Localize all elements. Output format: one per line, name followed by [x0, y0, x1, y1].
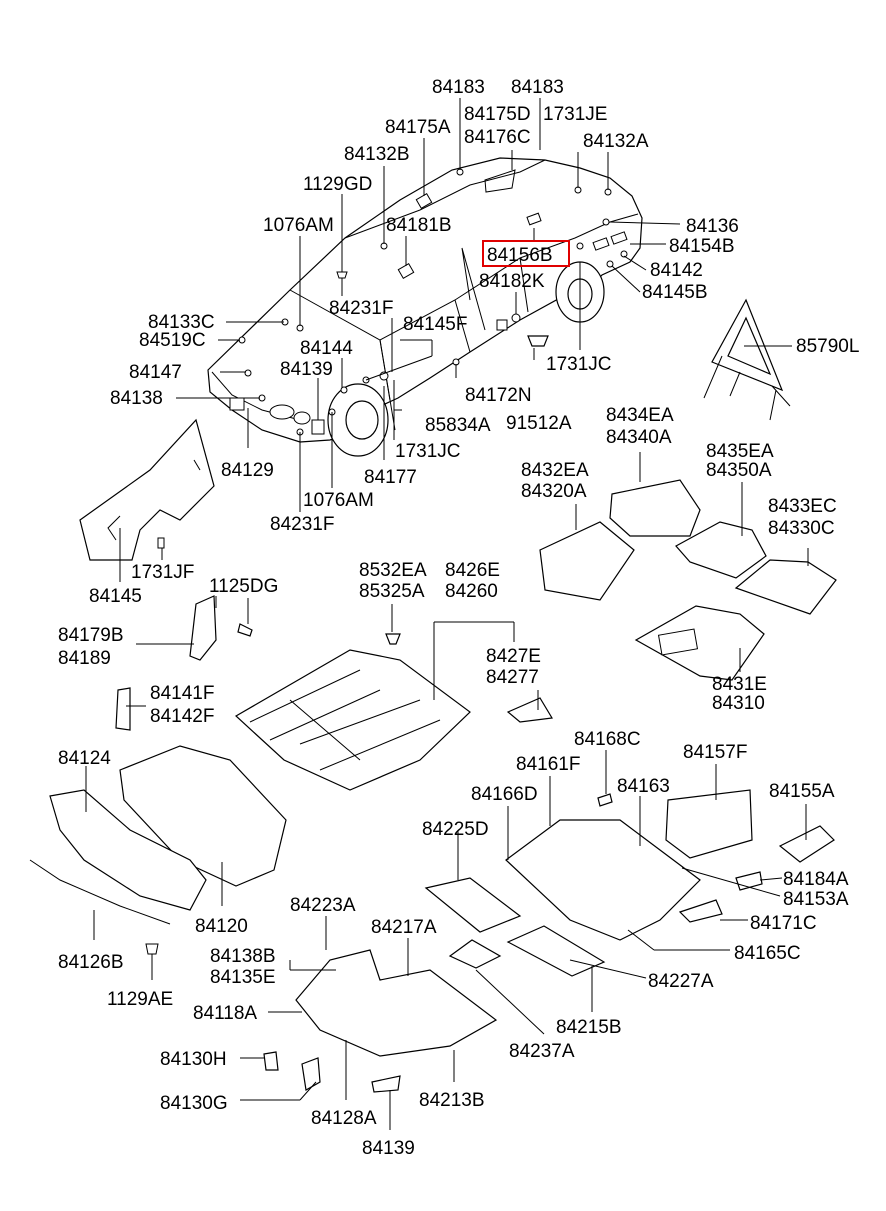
part-label: 84135E [210, 967, 276, 988]
part-label: 84120 [195, 916, 248, 937]
part-label: 1731JE [543, 104, 607, 125]
part-label: 8435EA [706, 441, 774, 462]
part-label: 84231F [329, 298, 393, 319]
part-label: 84129 [221, 460, 274, 481]
part-label: 84182K [479, 271, 545, 292]
part-label: 1076AM [303, 490, 374, 511]
part-label: 84175D [464, 104, 531, 125]
part-label: 84130H [160, 1049, 227, 1070]
brackets-drawing [115, 595, 253, 731]
part-label: 8433EC [768, 496, 837, 517]
part-label: 84231F [270, 514, 334, 535]
part-label: 84144 [300, 338, 353, 359]
part-label: 84213B [419, 1090, 485, 1111]
part-label: 84163 [617, 776, 670, 797]
part-label: 8426E [445, 560, 500, 581]
part-label: 1129GD [303, 174, 372, 195]
part-label: 84215B [556, 1017, 622, 1038]
part-label: 1731JC [395, 441, 461, 462]
part-label: 1129AE [107, 989, 173, 1010]
part-label: 1076AM [263, 215, 334, 236]
part-label: 84157F [683, 742, 747, 763]
part-label: 84184A [783, 869, 849, 890]
part-label: 84138B [210, 946, 276, 967]
part-label: 85834A [425, 415, 491, 436]
part-label: 84155A [769, 781, 835, 802]
dash-insulator-drawing [29, 745, 287, 968]
highlighted-part-label: 84156B [487, 245, 553, 266]
part-label: 84237A [509, 1041, 575, 1062]
part-label: 84130G [160, 1093, 228, 1114]
part-label: 84132A [583, 131, 649, 152]
part-label: 84350A [706, 460, 772, 481]
part-label: 84519C [139, 330, 206, 351]
part-label: 84139 [280, 359, 333, 380]
part-label: 84118A [193, 1003, 257, 1024]
part-label: 84126B [58, 952, 124, 973]
part-label: 84310 [712, 693, 765, 714]
part-label: 84227A [648, 971, 714, 992]
part-label: 84154B [669, 236, 735, 257]
part-label: 84142F [150, 706, 214, 727]
part-label: 84179B [58, 625, 124, 646]
part-label: 84175A [385, 117, 451, 138]
part-label: 84138 [110, 388, 163, 409]
part-label: 91512A [506, 413, 572, 434]
part-label: 84277 [486, 667, 539, 688]
part-label: 84189 [58, 648, 111, 669]
floor-pan-drawing [234, 633, 553, 791]
part-label: 84132B [344, 144, 410, 165]
part-label: 85325A [359, 581, 425, 602]
part-label: 84168C [574, 729, 641, 750]
part-label: 84176C [464, 127, 531, 148]
part-label: 84161F [516, 754, 580, 775]
part-label: 84183 [432, 77, 485, 98]
part-label: 84340A [606, 427, 672, 448]
part-label: 8432EA [521, 460, 589, 481]
part-label: 8427E [486, 646, 541, 667]
part-label: 84320A [521, 481, 587, 502]
part-label: 84183 [511, 77, 564, 98]
part-label: 84142 [650, 260, 703, 281]
part-label: 8431E [712, 674, 767, 695]
fender-drawing [79, 418, 215, 561]
part-label: 84145 [89, 586, 142, 607]
rear-mats-drawing [539, 479, 837, 681]
part-label: 84260 [445, 581, 498, 602]
part-label: 84181B [386, 215, 452, 236]
part-label: 84133C [148, 312, 215, 333]
highlight-box [482, 240, 570, 267]
part-label: 8532EA [359, 560, 427, 581]
part-label: 84136 [686, 216, 739, 237]
part-label: 1731JC [546, 354, 612, 375]
part-label: 84330C [768, 518, 835, 539]
part-labels: 84183 84183 84175D 1731JE 84175A 84176C … [58, 77, 859, 1159]
part-label: 84223A [290, 895, 356, 916]
part-label: 84166D [471, 784, 538, 805]
part-label: 84172N [465, 385, 532, 406]
part-label: 84145B [642, 282, 708, 303]
part-label: 84141F [150, 683, 214, 704]
part-label: 84217A [371, 917, 437, 938]
part-label: 84165C [734, 943, 801, 964]
part-label: 84225D [422, 819, 489, 840]
part-label: 84124 [58, 748, 111, 769]
lower-insulator-drawing [263, 949, 498, 1093]
car-body-drawing [207, 157, 643, 457]
part-label: 84153A [783, 889, 849, 910]
part-label: 84177 [364, 467, 417, 488]
part-label: 85790L [796, 336, 859, 357]
part-label: 84171C [750, 913, 817, 934]
part-label: 84145F [403, 314, 467, 335]
part-label: 84139 [362, 1138, 415, 1159]
part-label: 8434EA [606, 405, 674, 426]
part-label: 1731JF [131, 562, 194, 583]
leader-lines [85, 98, 809, 1130]
warning-triangle-drawing [703, 298, 791, 421]
part-label: 1125DG [209, 576, 278, 597]
part-label: 84128A [311, 1108, 377, 1129]
part-label: 84147 [129, 362, 182, 383]
